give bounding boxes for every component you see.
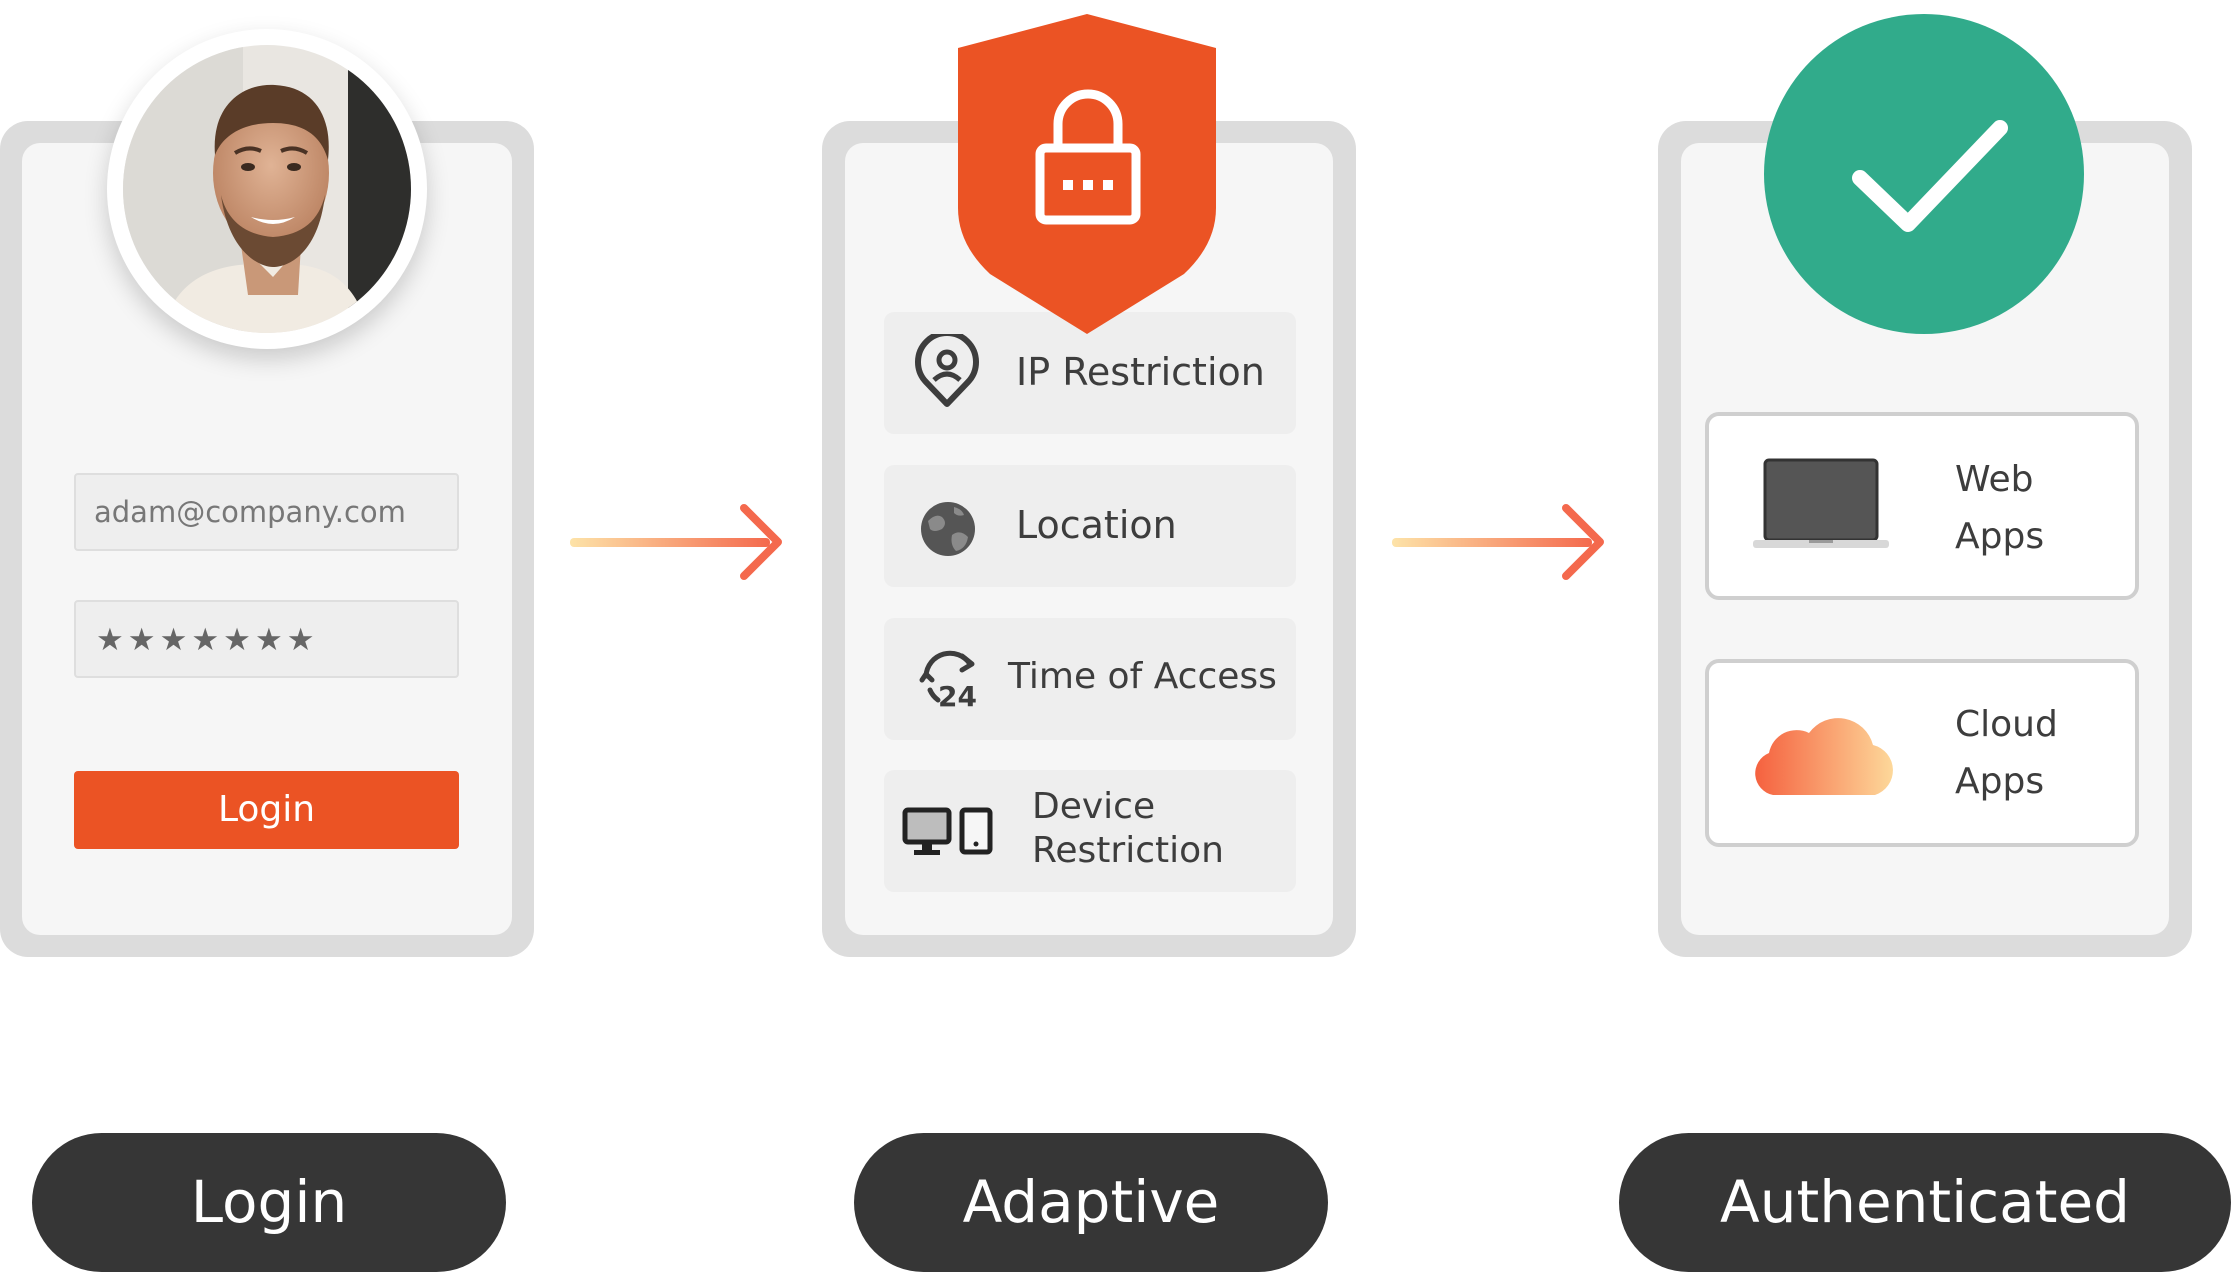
app-card-cloud-apps: Cloud Apps [1705, 659, 2139, 847]
app-label-line2: Apps [1955, 516, 2045, 557]
stage-label-adaptive: Adaptive [854, 1133, 1328, 1272]
arrow-right-icon [1392, 504, 1604, 580]
password-mask: ★★★★★★★ [96, 622, 319, 658]
policy-item-time-of-access: 24 Time of Access [884, 618, 1296, 740]
app-label-line2: Apps [1955, 761, 2045, 802]
devices-icon [902, 807, 993, 855]
policy-item-location: Location [884, 465, 1296, 587]
stage-label-login: Login [32, 1133, 506, 1272]
policy-item-device-restriction: Device Restriction [884, 770, 1296, 892]
app-label-line1: Web [1955, 459, 2034, 500]
policy-item-ip-restriction: IP Restriction [884, 312, 1296, 434]
stage-label-authenticated: Authenticated [1619, 1133, 2231, 1272]
email-value: adam@company.com [94, 495, 406, 529]
password-field[interactable]: ★★★★★★★ [74, 600, 459, 678]
login-button[interactable]: Login [74, 771, 459, 849]
user-photo [123, 45, 411, 333]
policy-label: IP Restriction [1016, 350, 1265, 394]
cloud-icon [1755, 718, 1893, 795]
policy-label-line2: Restriction [1032, 830, 1224, 871]
svg-text:24: 24 [938, 680, 977, 710]
app-label-line1: Cloud [1955, 704, 2058, 745]
policy-label: Location [1016, 503, 1177, 547]
avatar [107, 29, 427, 349]
policy-label: Time of Access [1008, 656, 1277, 697]
app-card-web-apps: Web Apps [1705, 412, 2139, 600]
check-circle-icon [1764, 14, 2084, 334]
globe-icon [921, 502, 975, 556]
shield-lock-icon [958, 14, 1216, 334]
clock-24-icon: 24 [919, 650, 977, 710]
policy-label-line1: Device [1032, 786, 1156, 827]
laptop-icon [1753, 458, 1889, 548]
arrow-right-icon [570, 504, 782, 580]
email-field[interactable]: adam@company.com [74, 473, 459, 551]
location-pin-icon [915, 334, 979, 407]
